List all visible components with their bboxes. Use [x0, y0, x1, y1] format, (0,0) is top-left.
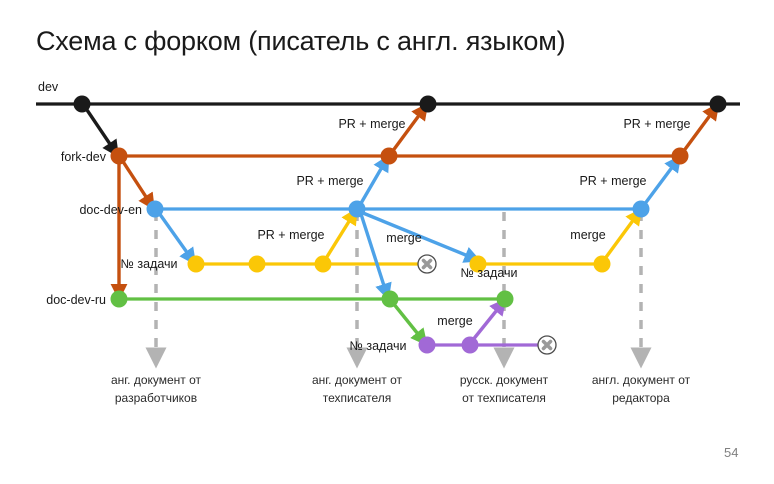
label-pr-merge-2: PR + merge [296, 174, 363, 188]
commit-node-doc-dev-ru[interactable] [381, 290, 399, 308]
commit-node-task-ru[interactable] [418, 336, 436, 354]
arrow-doc-dev-en-to-fork-dev-mid [358, 154, 390, 206]
branch-label-doc-dev-ru: doc-dev-ru [46, 293, 106, 307]
commit-node-doc-dev-en[interactable] [146, 200, 164, 218]
guide-lines [145, 212, 652, 369]
commit-node-doc-dev-en[interactable] [632, 200, 650, 218]
footnote-line1: анг. документ от [111, 373, 202, 387]
commit-node-dev[interactable] [419, 95, 437, 113]
label-pr-merge-1: PR + merge [338, 117, 405, 131]
arrow-doc-dev-ru-to-task-ru [391, 301, 428, 346]
footnote-labels: анг. документ от разработчиков анг. доку… [111, 373, 691, 405]
commit-node-doc-dev-ru[interactable] [110, 290, 128, 308]
close-icon[interactable] [417, 254, 437, 274]
commit-node-dev[interactable] [709, 95, 727, 113]
label-task-en-right: № задачи [460, 266, 517, 280]
arrow-doc-dev-en-to-doc-dev-ru [359, 213, 392, 301]
commit-node-fork-dev[interactable] [380, 147, 398, 165]
label-task-ru: № задачи [349, 339, 406, 353]
commit-node-dev[interactable] [73, 95, 91, 113]
commit-node-fork-dev[interactable] [671, 147, 689, 165]
page-title: Схема с форком (писатель с англ. языком) [36, 26, 566, 56]
footnote-line1: русск. документ [460, 373, 549, 387]
commit-node-task-ru[interactable] [461, 336, 479, 354]
arrow-doc-dev-en-to-fork-dev-right [642, 154, 682, 207]
label-merge-3: merge [437, 314, 472, 328]
arrow-doc-dev-en-to-task-en-right [362, 211, 482, 263]
commit-node-task-en[interactable] [593, 255, 611, 273]
commit-node-doc-dev-ru[interactable] [496, 290, 514, 308]
branch-labels: dev fork-dev doc-dev-en doc-dev-ru [38, 80, 142, 307]
commit-node-task-en[interactable] [314, 255, 332, 273]
label-merge-1: merge [386, 231, 421, 245]
footnote-line2: разработчиков [115, 391, 197, 405]
page-number: 54 [724, 445, 739, 460]
footnote-line2: от техписателя [462, 391, 546, 405]
commit-node-task-en[interactable] [248, 255, 266, 273]
label-pr-merge-4: PR + merge [623, 117, 690, 131]
footnote-line1: анг. документ от [312, 373, 403, 387]
commit-nodes [73, 95, 727, 354]
commit-node-doc-dev-en[interactable] [348, 200, 366, 218]
closed-branch-markers [417, 254, 557, 355]
arrow-fork-dev-to-dev-mid [390, 102, 429, 154]
footnote-line2: техписателя [323, 391, 392, 405]
footnote-line1: англ. документ от [592, 373, 691, 387]
label-merge-2: merge [570, 228, 605, 242]
label-pr-merge-3: PR + merge [257, 228, 324, 242]
arrow-doc-dev-en-to-task-en [157, 212, 197, 266]
commit-node-task-en[interactable] [469, 255, 487, 273]
operation-labels: № задачи PR + merge PR + merge PR + merg… [120, 117, 690, 353]
arrow-task-en-to-doc-dev-en-right [602, 207, 643, 262]
label-task-en-left: № задачи [120, 257, 177, 271]
arrow-fork-dev-to-doc-dev-en [120, 159, 155, 211]
commit-node-fork-dev[interactable] [110, 147, 128, 165]
commit-node-task-en[interactable] [187, 255, 205, 273]
branch-arrows [83, 102, 720, 346]
footnote-line2: редактора [612, 391, 670, 405]
branch-label-doc-dev-en: doc-dev-en [79, 203, 142, 217]
label-pr-merge-5: PR + merge [579, 174, 646, 188]
branch-label-dev: dev [38, 80, 59, 94]
arrow-task-en-to-doc-dev-en-mid [323, 207, 358, 261]
close-icon[interactable] [537, 335, 557, 355]
arrow-task-ru-to-doc-dev-ru [470, 298, 507, 343]
branch-label-fork-dev: fork-dev [61, 150, 107, 164]
arrow-dev-to-fork-dev [83, 106, 119, 158]
arrow-fork-dev-to-dev-right [681, 102, 720, 154]
